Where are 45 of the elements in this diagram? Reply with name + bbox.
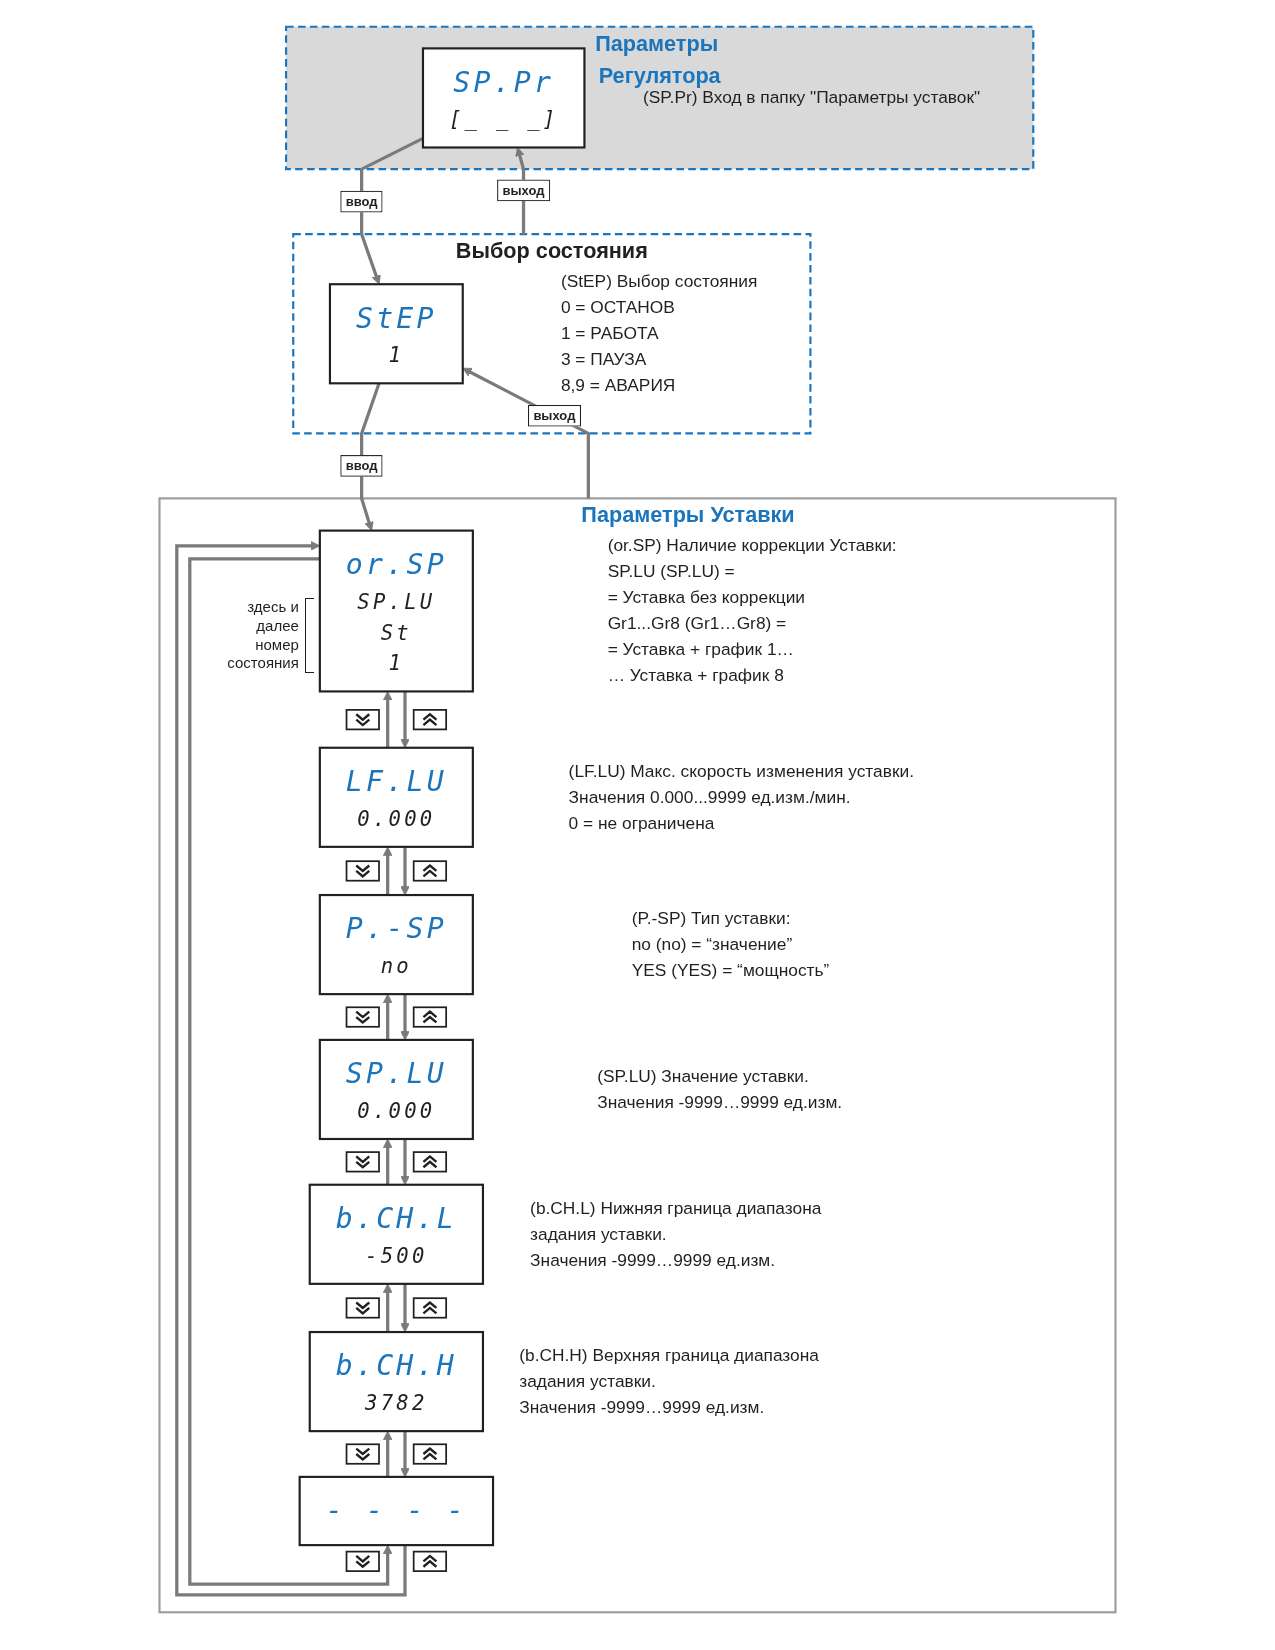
node-label: Значения 0.000...9999 ед.изм./мин. (568, 787, 851, 806)
node-label: (or.SP) Наличие коррекции Уставки: (607, 536, 897, 555)
node-label: (SP.Pr) Вход в папку "Параметры уставок" (642, 88, 981, 107)
edge-label: ввод (345, 194, 378, 210)
node-box: LF.LU 0.000 (318, 746, 474, 848)
node-label: (b.CH.L) Нижняя граница диапазона задания уставки. (530, 1198, 822, 1243)
node-label: 8,9 = АВАРИЯ (560, 376, 676, 395)
node-box: StEP 1 (328, 283, 464, 385)
node-label: = Уставка без коррекции (607, 588, 806, 607)
node-box: SP.LU 0.000 (318, 1038, 474, 1141)
arrow (462, 367, 590, 499)
node-label: no (no) = “значение” (631, 934, 793, 954)
node-box: SP.Pr [_ _ _] (421, 47, 586, 149)
arrow (382, 1283, 393, 1333)
node-label: = Уставка + график 1… (607, 640, 794, 659)
node-label: YES (YES) = “мощность” (631, 960, 830, 980)
edge-label: выход (502, 182, 545, 198)
node-box: - - - - (298, 1475, 495, 1547)
node-label: … Уставка + график 8 (607, 666, 784, 685)
arrow (400, 1283, 410, 1333)
node-label: Значения -9999…9999 ед.изм. (597, 1092, 843, 1112)
node-label: (b.CH.H) Верхняя граница диапазона задания уставки. (519, 1345, 819, 1391)
node-label: SP.LU (SP.LU) = (607, 562, 735, 581)
arrow (382, 846, 393, 896)
node-box: b.CH.H 3782 (308, 1330, 485, 1433)
node-box: or.SP SP.LU St 1 (318, 529, 474, 693)
node-label: (StEP) Выбор состояния (560, 272, 758, 291)
node-label: Gr1...Gr8 (Gr1…Gr8) = (607, 614, 787, 633)
node-label: Значения -9999…9999 ед.изм. (519, 1397, 765, 1417)
arrow (382, 1138, 393, 1185)
arrow (382, 691, 393, 748)
node-label: (SP.LU) Значение уставки. (597, 1066, 809, 1086)
arrow (400, 846, 410, 896)
node-label: (LF.LU) Макс. скорость изменения уставки. (568, 761, 914, 780)
node-label: 0 = ОСТАНОВ (560, 298, 675, 317)
node-label: 3 = ПАУЗА (560, 350, 647, 369)
node-box: b.CH.L -500 (308, 1183, 485, 1285)
node-box: P.-SP no (318, 893, 474, 996)
node-label: (P.-SP) Тип уставки: (631, 908, 791, 928)
edge-label: выход (533, 408, 576, 424)
edge-label: ввод (345, 458, 378, 474)
node-label: 0 = не ограничена (568, 813, 715, 832)
node-label: Значения -9999…9999 ед.изм. (530, 1250, 776, 1269)
note-text: здесь и далее номер состояния (226, 598, 299, 674)
node-label: 1 = РАБОТА (560, 324, 659, 343)
